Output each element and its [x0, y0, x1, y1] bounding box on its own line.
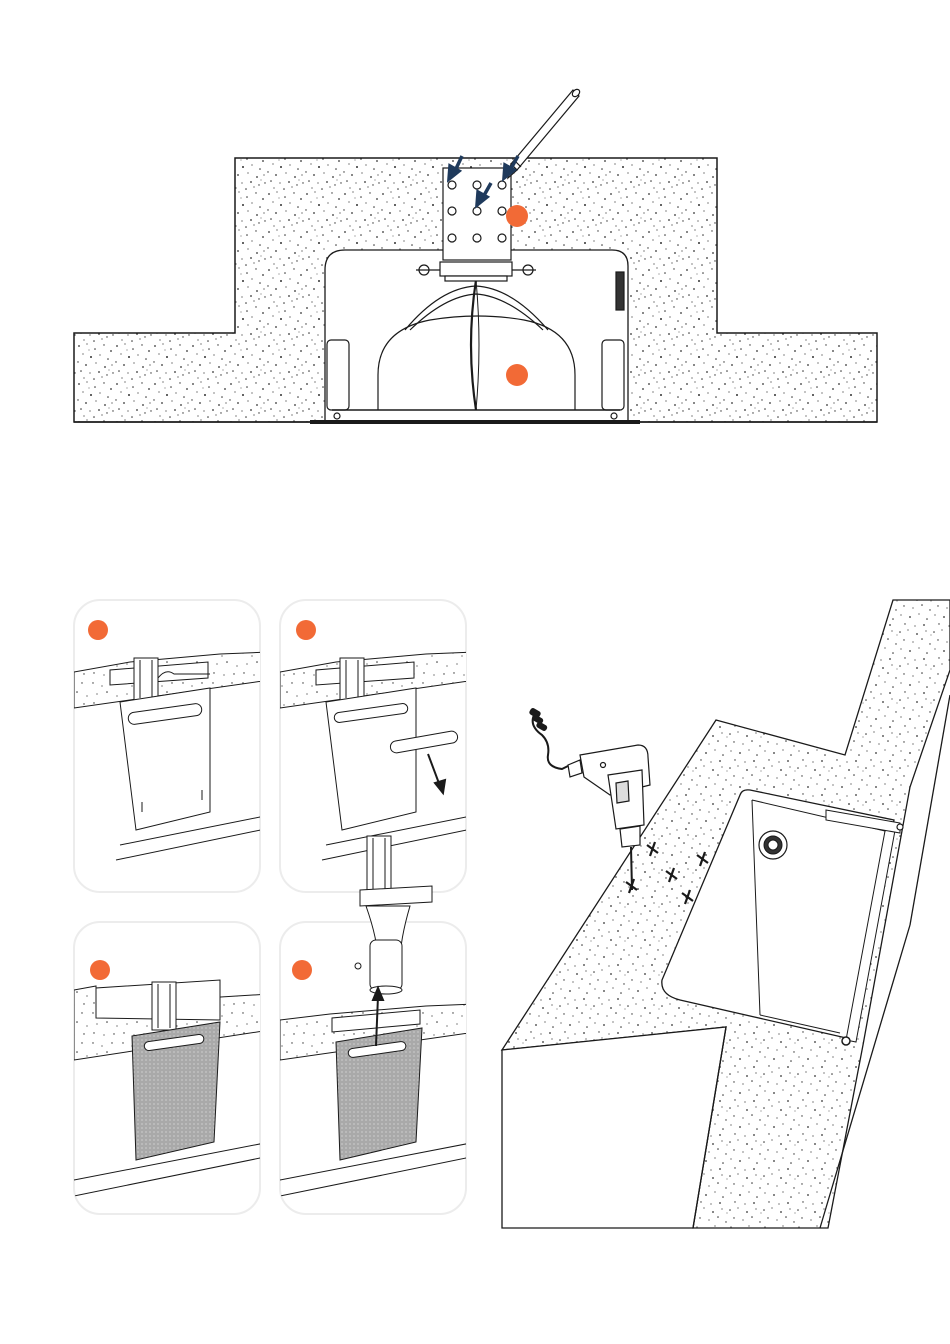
step-marker-4 — [292, 960, 312, 980]
mounting-bracket — [443, 168, 511, 260]
drill-diagram — [490, 595, 950, 1235]
drill-icon — [529, 708, 650, 890]
step-card-3 — [74, 922, 270, 1214]
step-marker-2 — [296, 620, 316, 640]
step-marker-1 — [88, 620, 108, 640]
step-card-1 — [74, 600, 270, 892]
steps-svg — [60, 590, 480, 1230]
step-marker-3 — [90, 960, 110, 980]
countertop-front — [502, 1027, 726, 1228]
top-diagram — [0, 0, 950, 480]
marker-bracket — [506, 205, 528, 227]
drill-svg — [490, 595, 950, 1235]
top-diagram-svg — [0, 0, 950, 480]
marker-unit — [506, 364, 528, 386]
steps-grid — [60, 590, 480, 1230]
drain-fitting — [759, 831, 787, 859]
